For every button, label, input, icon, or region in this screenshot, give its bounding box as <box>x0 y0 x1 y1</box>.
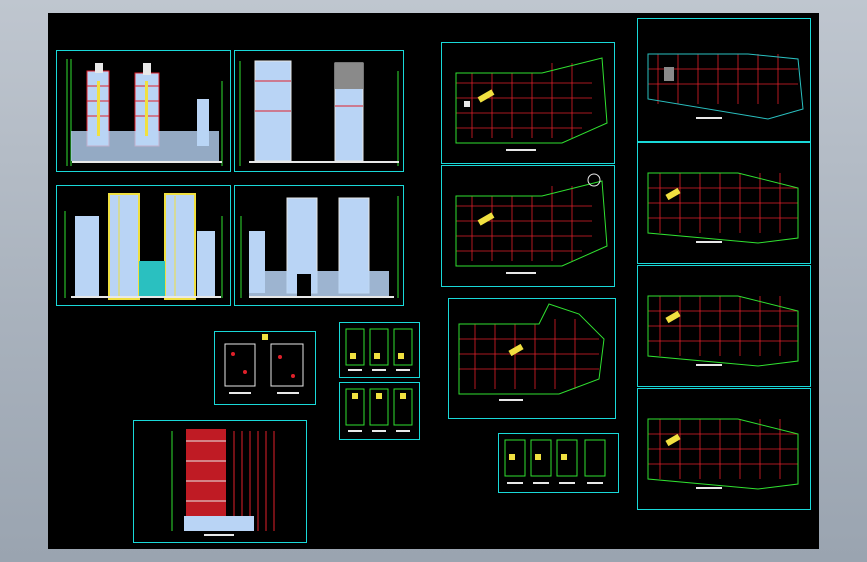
floor-plan-1-drawing <box>455 57 608 151</box>
elevation-front-drawing <box>66 59 223 166</box>
elevation-rear-drawing <box>64 193 223 300</box>
sheet-floor-plan-4[interactable] <box>637 18 811 142</box>
unit-plans-upper-drawing <box>345 328 413 371</box>
floor-plan-6-drawing <box>647 295 799 367</box>
sheet-floor-plan-2[interactable] <box>441 165 615 287</box>
sheet-core-plans[interactable] <box>214 331 316 405</box>
sheet-elevation-side[interactable] <box>234 50 404 172</box>
sheet-floor-plan-1[interactable] <box>441 42 615 164</box>
unit-plans-small-drawing <box>504 439 606 484</box>
core-plans-drawing <box>224 334 304 394</box>
elevation-podium-drawing <box>240 196 399 298</box>
elevation-single-tower-drawing <box>171 429 275 536</box>
elevation-side-drawing <box>239 60 399 166</box>
sheet-unit-plans-small[interactable] <box>498 433 619 493</box>
sheet-elevation-front[interactable] <box>56 50 231 172</box>
sheet-floor-plan-5[interactable] <box>637 142 811 264</box>
floor-plan-5-drawing <box>647 172 799 244</box>
sheet-floor-plan-3[interactable] <box>448 298 616 419</box>
sheet-elevation-podium[interactable] <box>234 185 404 306</box>
sheet-floor-plan-7[interactable] <box>637 388 811 510</box>
floor-plan-3-drawing <box>458 303 605 401</box>
drawing-canvas[interactable] <box>48 13 819 549</box>
unit-plans-lower-drawing <box>345 388 413 432</box>
sheet-floor-plan-6[interactable] <box>637 265 811 387</box>
sheet-elevation-rear[interactable] <box>56 185 231 306</box>
floor-plan-4-drawing <box>647 53 804 120</box>
floor-plan-2-drawing <box>455 173 608 274</box>
sheet-elevation-single-tower[interactable] <box>133 420 307 543</box>
sheet-unit-plans-lower[interactable] <box>339 382 420 440</box>
floor-plan-7-drawing <box>647 418 799 490</box>
sheet-unit-plans-upper[interactable] <box>339 322 420 378</box>
